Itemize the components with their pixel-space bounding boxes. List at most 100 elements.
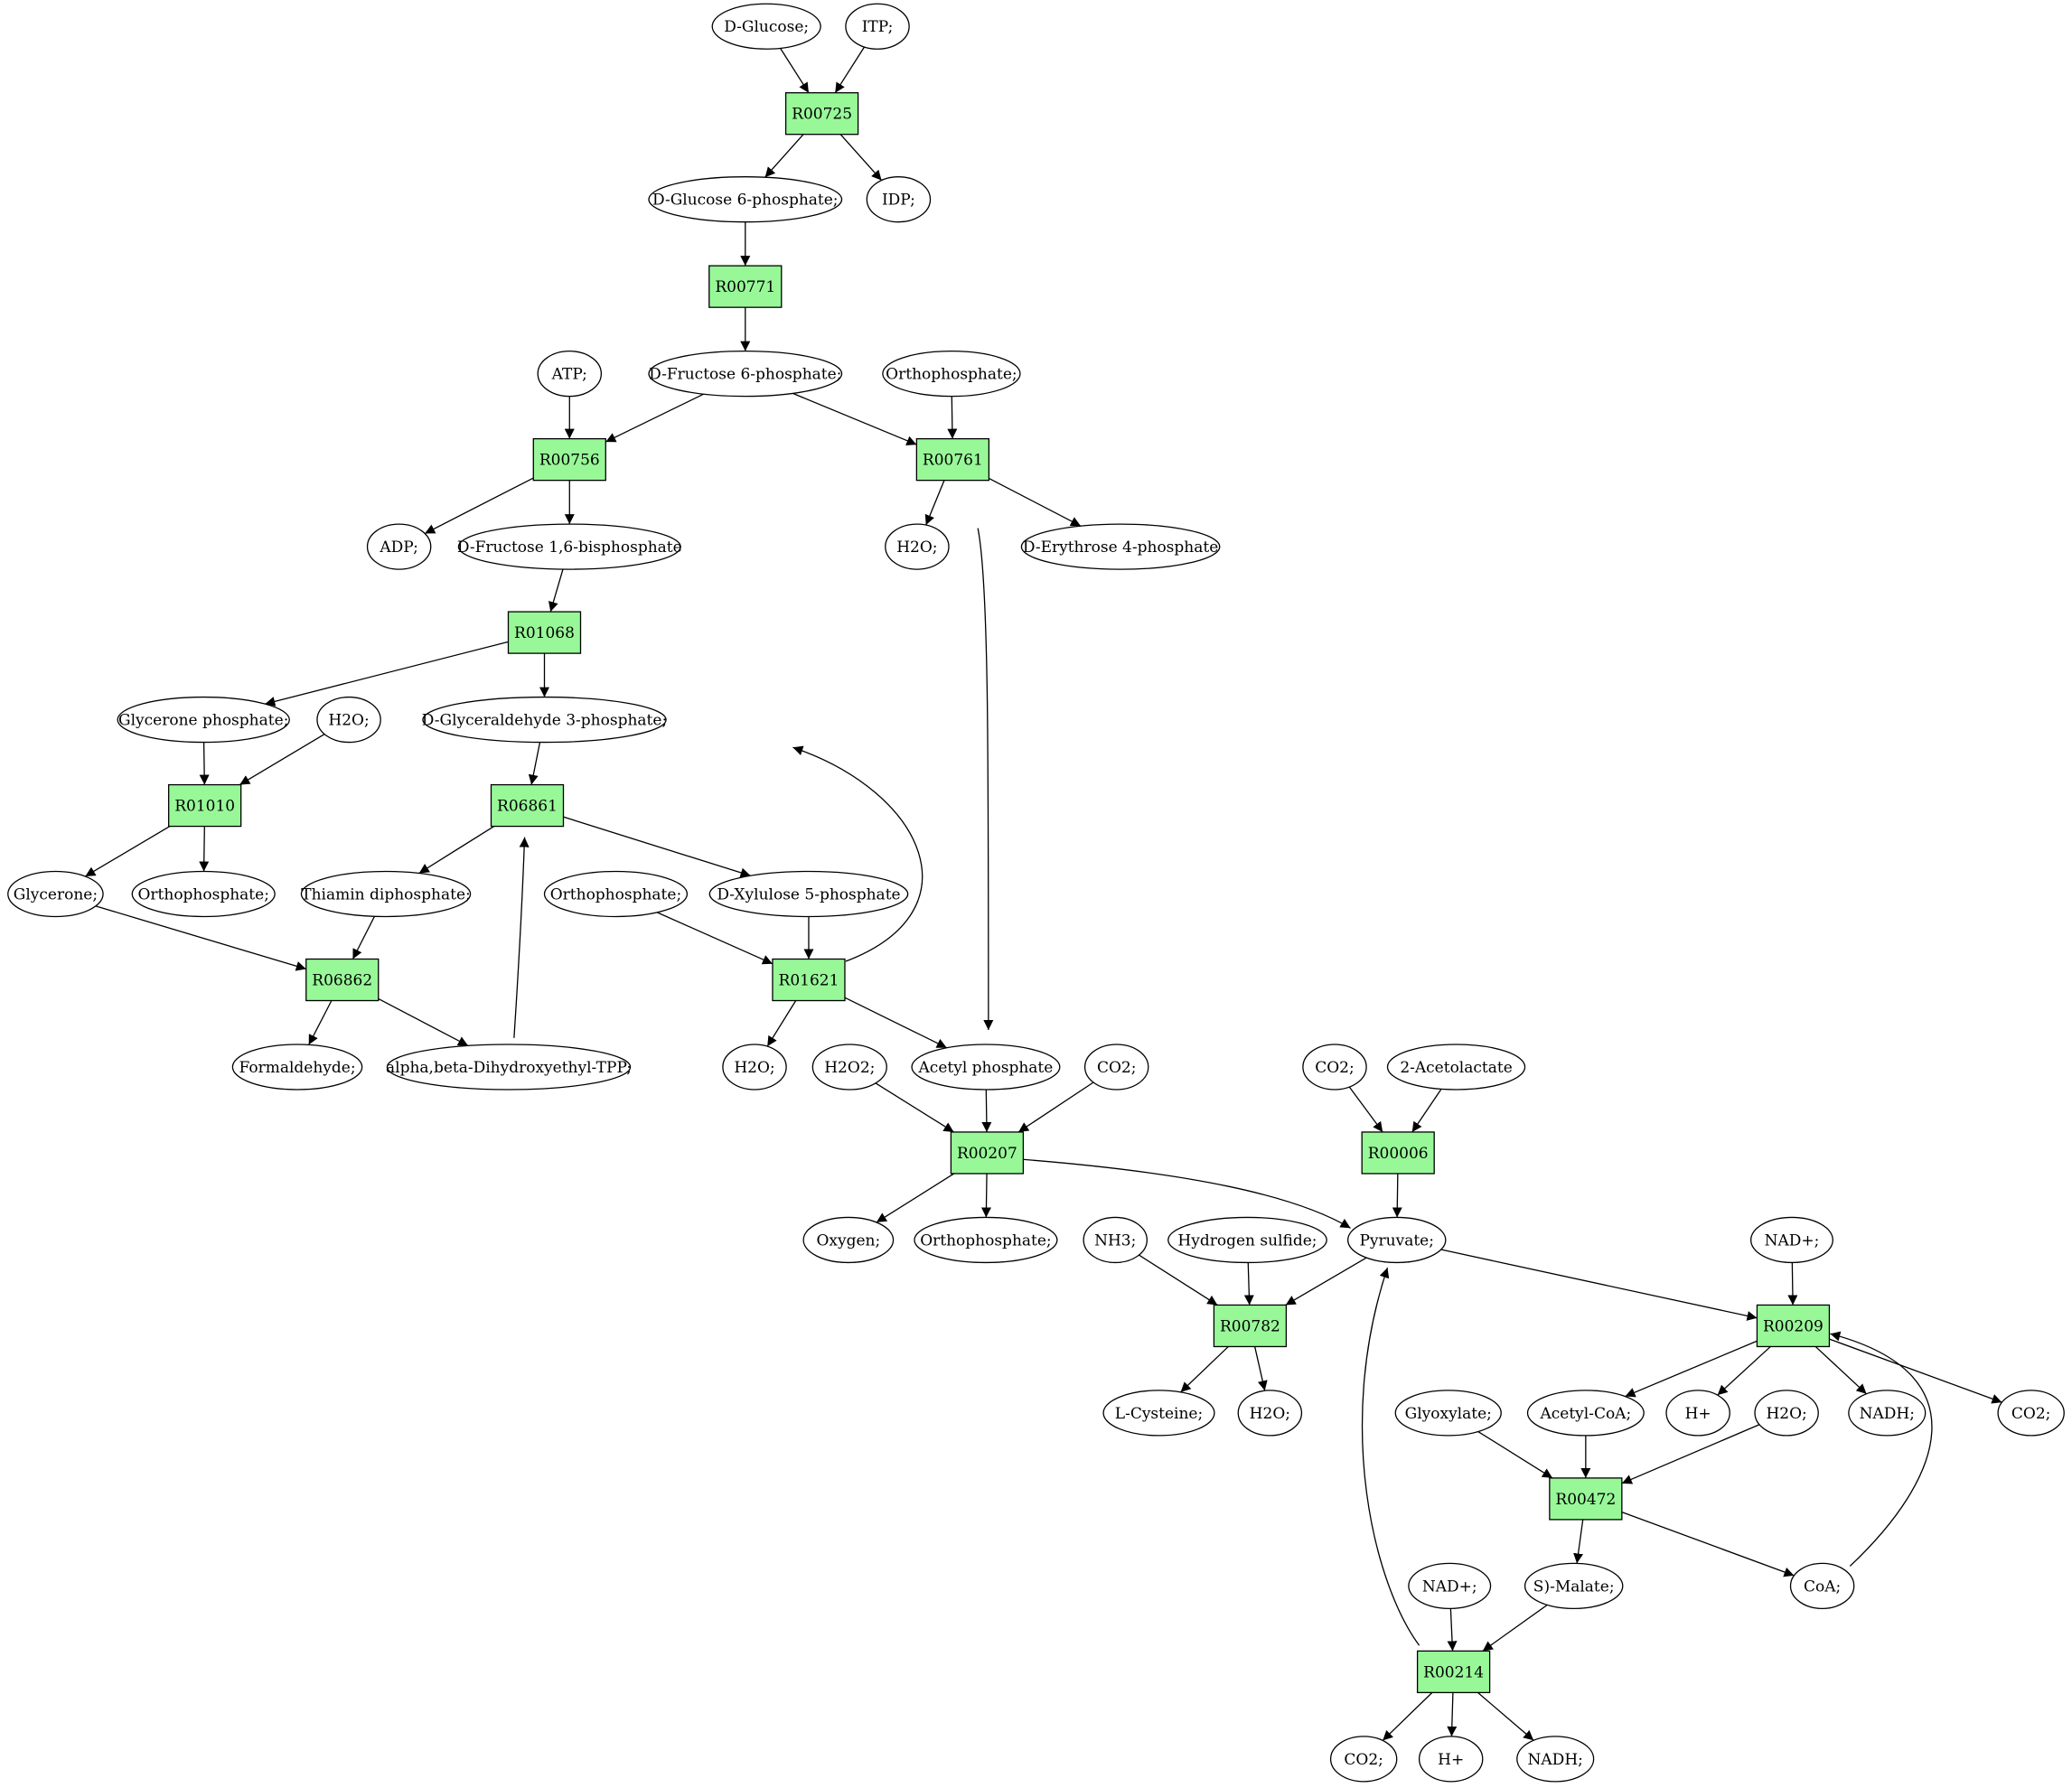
compound-ellipse xyxy=(882,350,1021,398)
edge-r01010-to-c-ortho2 xyxy=(199,826,210,872)
compound-label: Thiamin diphosphate; xyxy=(301,886,470,904)
edge-r00214-to-c-pyruvate xyxy=(1361,1267,1420,1646)
compound-node-d-glucose: D-Glucose; xyxy=(711,3,821,50)
edge-r00207-to-c-oxygen xyxy=(876,1173,955,1223)
compound-ellipse xyxy=(366,523,432,570)
compound-label: Orthophosphate; xyxy=(920,1231,1051,1250)
compound-label: Glycerone; xyxy=(14,886,98,904)
compound-node-thiamin-diphosphate: Thiamin diphosphate; xyxy=(300,870,472,918)
compound-ellipse xyxy=(316,696,381,744)
compound-label: H+ xyxy=(1685,1405,1711,1423)
reaction-label: R06861 xyxy=(497,798,558,816)
reaction-box xyxy=(708,265,783,308)
compound-ellipse xyxy=(1386,1044,1526,1091)
compound-label: IDP; xyxy=(882,192,915,210)
reaction-box xyxy=(305,958,380,1002)
compound-label: D-Xylulose 5-phosphate xyxy=(717,886,900,904)
compound-label: NAD+; xyxy=(1765,1231,1820,1250)
compound-node-alpha-beta-dihydroxyethyl-tpp: alpha,beta-Dihydroxyethyl-TPP; xyxy=(386,1044,632,1091)
compound-node-atp: ATP; xyxy=(537,350,603,398)
edge-c-f6p-to-r00761 xyxy=(792,392,917,445)
compound-node-nad: NAD+; xyxy=(1749,1216,1833,1264)
reaction-node-r00761: R00761 xyxy=(915,437,990,482)
reaction-label: R00006 xyxy=(1368,1145,1429,1163)
edge-r00209-to-c-hplus-a xyxy=(1717,1345,1771,1396)
compound-ellipse xyxy=(914,1216,1058,1264)
compound-label: Orthophosphate; xyxy=(886,366,1017,384)
edge-r00782-to-c-cysteine xyxy=(1180,1345,1229,1393)
compound-label: D-Erythrose 4-phosphate xyxy=(1023,538,1218,557)
compound-ellipse xyxy=(708,870,909,918)
compound-node-d-glucose-6-phosphate: D-Glucose 6-phosphate; xyxy=(648,176,843,223)
compound-node-glycerone: Glycerone; xyxy=(7,870,104,918)
edge-r00214-to-c-co2-d xyxy=(1382,1691,1433,1741)
edge-c-acetolactate-to-r00006 xyxy=(1411,1089,1442,1133)
compound-ellipse xyxy=(885,523,950,570)
compound-node-nadh: NADH; xyxy=(1516,1736,1595,1783)
reaction-box xyxy=(1416,1650,1491,1694)
reaction-box xyxy=(915,437,990,482)
compound-label: CO2; xyxy=(1315,1059,1355,1077)
reaction-label: R00761 xyxy=(923,452,983,470)
edge-r06861-to-c-thiamin xyxy=(418,826,495,875)
compound-node-adp: ADP; xyxy=(366,523,432,570)
compound-node-acetyl-coa: Acetyl-CoA; xyxy=(1526,1390,1645,1437)
edge-r06861-to-c-x5p xyxy=(563,816,751,878)
edge-r00207-to-c-pyruvate xyxy=(1022,1158,1351,1229)
reaction-box xyxy=(950,1131,1025,1175)
reaction-label: R00207 xyxy=(957,1145,1017,1163)
compound-label: NADH; xyxy=(1860,1405,1915,1423)
reaction-box xyxy=(784,92,859,136)
compound-label: S)-Malate; xyxy=(1533,1577,1615,1596)
reaction-box xyxy=(1756,1304,1831,1348)
compound-node-idp: IDP; xyxy=(866,176,932,223)
compound-node-formaldehyde: Formaldehyde; xyxy=(231,1044,363,1091)
compound-node-hydrogen-sulfide: Hydrogen sulfide; xyxy=(1167,1216,1327,1264)
edge-r00207-to-c-ortho4 xyxy=(980,1173,991,1218)
reaction-box xyxy=(168,783,242,828)
edges-layer xyxy=(85,46,2002,1741)
reaction-box xyxy=(1361,1131,1435,1175)
compound-node-nad: NAD+; xyxy=(1408,1562,1492,1610)
compound-ellipse xyxy=(422,696,667,744)
compound-ellipse xyxy=(1329,1736,1398,1783)
edge-c-itp-to-r00725 xyxy=(834,46,866,94)
edge-c-h2o-b-to-r01010 xyxy=(239,734,325,786)
reaction-label: R00209 xyxy=(1763,1317,1824,1335)
edge-c-gap-to-r06861 xyxy=(528,742,541,785)
compound-label: ATP; xyxy=(551,366,587,384)
compound-ellipse xyxy=(1524,1562,1624,1610)
edge-c-f6p-to-r00756 xyxy=(605,393,704,443)
compound-node-d-glyceraldehyde-3-phosphate: D-Glyceraldehyde 3-phosphate; xyxy=(422,696,667,744)
reaction-label: R00771 xyxy=(715,278,775,296)
compound-ellipse xyxy=(537,350,603,398)
reaction-node-r00472: R00472 xyxy=(1549,1477,1623,1521)
compound-label: Orthophosphate; xyxy=(137,886,268,904)
edge-r00209-to-c-nadh-a xyxy=(1814,1345,1867,1395)
compound-ellipse xyxy=(300,870,472,918)
reaction-label: R01010 xyxy=(174,798,235,816)
compound-ellipse xyxy=(1997,1390,2065,1437)
compound-node-h: H+ xyxy=(1418,1736,1484,1783)
compound-ellipse xyxy=(7,870,104,918)
edge-c-h2s-to-r00782 xyxy=(1243,1262,1254,1306)
compound-label: CoA; xyxy=(1804,1577,1841,1596)
reaction-box xyxy=(532,437,606,482)
edge-r00209-to-c-co2-c xyxy=(1829,1338,2002,1404)
compound-label: Acetyl phosphate xyxy=(918,1059,1054,1077)
edge-c-co2-a-to-r00207 xyxy=(1017,1081,1094,1133)
edge-r00761-to-c-h2o-a xyxy=(924,480,945,526)
compound-node-h2o2: H2O2; xyxy=(811,1044,887,1091)
edge-r00209-to-c-acetylcoa xyxy=(1625,1340,1758,1398)
compound-label: CO2; xyxy=(2011,1405,2051,1423)
compound-ellipse xyxy=(1346,1216,1447,1264)
reaction-node-r06861: R06861 xyxy=(490,783,565,828)
reaction-box xyxy=(1549,1477,1623,1521)
edge-r00782-to-c-h2o-d xyxy=(1253,1346,1268,1391)
edge-r00006-to-c-pyruvate xyxy=(1392,1173,1402,1218)
compound-ellipse xyxy=(1665,1390,1730,1437)
compound-ellipse xyxy=(1516,1736,1595,1783)
compound-node-glyoxylate: Glyoxylate; xyxy=(1394,1390,1502,1437)
edge-c-pyruvate-to-r00209 xyxy=(1440,1249,1758,1321)
